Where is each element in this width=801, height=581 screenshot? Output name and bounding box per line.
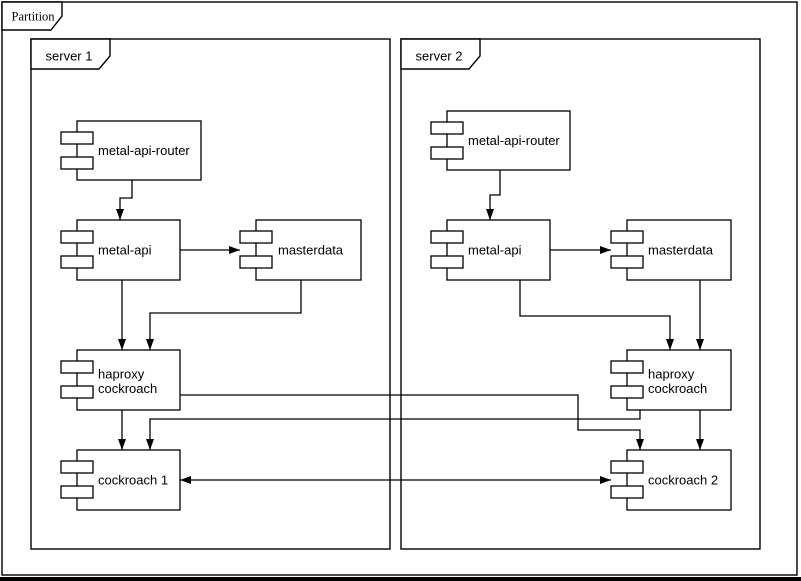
component-box [76, 219, 181, 281]
server1-frame-tab [30, 38, 111, 70]
component-port-icon [60, 255, 94, 269]
component-label: haproxy cockroach [98, 367, 157, 397]
component-port-icon [430, 146, 464, 160]
component-label-line1: haproxy [648, 367, 695, 382]
component-s2-cockroach-2: cockroach 2 [610, 449, 732, 511]
component-label: masterdata [648, 243, 714, 258]
component-box [76, 120, 202, 181]
component-box [626, 349, 732, 411]
component-s2-metal-api: metal-api [430, 219, 551, 281]
component-port-icon [60, 156, 94, 170]
component-port-icon [430, 121, 464, 135]
component-port-icon [610, 255, 644, 269]
edge-s2-api-to-s2-haproxy [519, 280, 674, 350]
component-label: masterdata [278, 243, 344, 258]
component-label: metal-api [98, 243, 152, 258]
edge-s1-masterdata-to-s1-haproxy [146, 280, 302, 350]
edge-s1-haproxy-to-cockroach2 [180, 394, 644, 450]
component-s1-metal-api-router: metal-api-router [60, 120, 202, 181]
component-label: metal-api-router [98, 143, 190, 158]
server2-frame-label: server 2 [416, 49, 463, 64]
server2-frame-tab [400, 38, 481, 70]
component-label: cockroach 2 [648, 473, 718, 488]
component-s2-haproxy-cockroach: haproxy cockroach [610, 349, 732, 411]
edge-s1-router-to-s1-api [116, 180, 133, 220]
component-label-line2: cockroach [648, 381, 707, 396]
component-s1-masterdata: masterdata [239, 219, 362, 281]
component-port-icon [60, 230, 94, 244]
bottom-edge-bar [0, 577, 801, 581]
edges [116, 170, 704, 484]
component-box [255, 219, 362, 281]
component-label: metal-api-router [468, 133, 560, 148]
component-port-icon [239, 230, 273, 244]
component-port-icon [60, 360, 94, 374]
component-box [446, 110, 571, 171]
server1-frame-border [30, 38, 391, 550]
component-port-icon [60, 460, 94, 474]
component-s1-metal-api: metal-api [60, 219, 181, 281]
component-box [76, 349, 181, 411]
component-box [626, 219, 732, 281]
component-port-icon [60, 131, 94, 145]
server2-frame-border [400, 38, 761, 550]
edge-s2-router-to-s2-api [486, 170, 501, 220]
component-port-icon [239, 255, 273, 269]
component-port-icon [610, 360, 644, 374]
edge-s2-haproxy-to-cockroach1 [146, 410, 641, 450]
partition-frame-label: Partition [12, 10, 56, 24]
component-port-icon [610, 485, 644, 499]
component-port-icon [60, 485, 94, 499]
component-label-line1: haproxy [98, 367, 145, 382]
component-box [446, 219, 551, 281]
server1-frame: server 1 [30, 38, 391, 550]
component-port-icon [430, 230, 464, 244]
partition-frame-tab [1, 1, 63, 31]
component-label-line2: cockroach [98, 381, 157, 396]
component-box [76, 449, 181, 511]
component-s1-haproxy-cockroach: haproxy cockroach [60, 349, 181, 411]
component-port-icon [610, 385, 644, 399]
server2-frame: server 2 [400, 38, 761, 550]
component-port-icon [610, 230, 644, 244]
component-label: metal-api [468, 243, 522, 258]
component-port-icon [610, 460, 644, 474]
component-label: haproxy cockroach [648, 367, 707, 397]
component-s2-masterdata: masterdata [610, 219, 732, 281]
component-box [626, 449, 732, 511]
server1-frame-label: server 1 [46, 49, 93, 64]
component-label: cockroach 1 [98, 473, 168, 488]
component-port-icon [60, 385, 94, 399]
component-port-icon [430, 255, 464, 269]
component-s1-cockroach-1: cockroach 1 [60, 449, 181, 511]
component-s2-metal-api-router: metal-api-router [430, 110, 571, 171]
